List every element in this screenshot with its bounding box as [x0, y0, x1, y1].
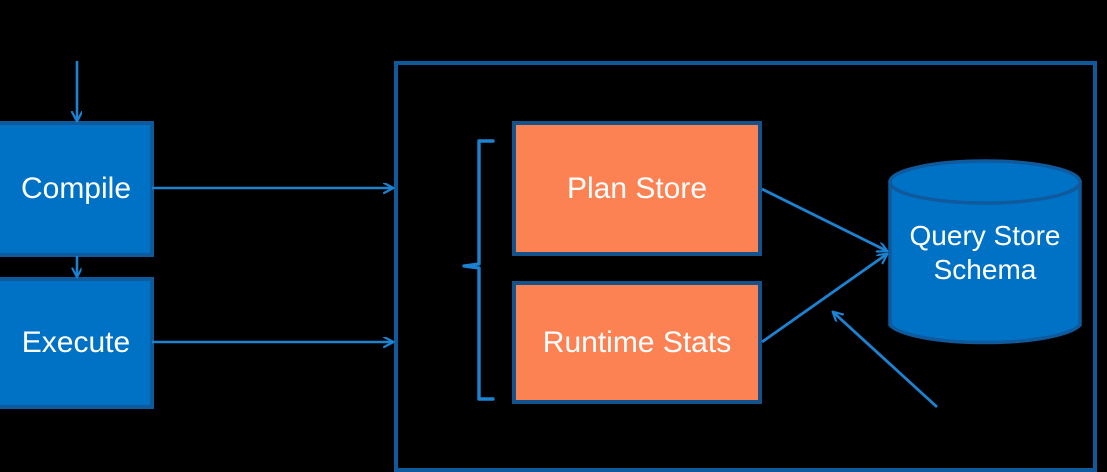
stores-bracket	[462, 139, 495, 401]
runtime-stats-box[interactable]	[512, 281, 762, 404]
compile-box[interactable]	[0, 121, 154, 257]
edge-planstore-schema	[761, 187, 887, 251]
query-store-schema-cylinder[interactable]	[888, 159, 1082, 345]
query-store-container	[394, 61, 1097, 472]
edge-runtimestats-schema	[761, 254, 887, 344]
execute-box[interactable]	[0, 277, 154, 409]
edge-external-schema	[833, 312, 938, 409]
plan-store-box[interactable]	[512, 121, 762, 256]
